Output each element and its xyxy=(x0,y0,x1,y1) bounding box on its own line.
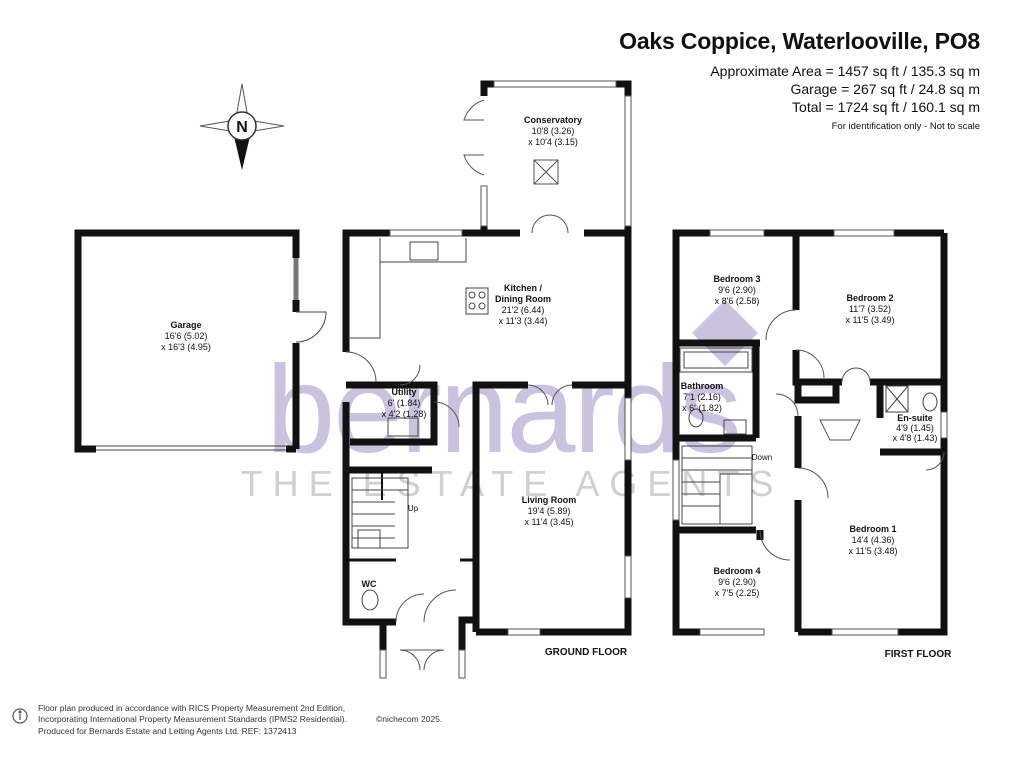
garage-door xyxy=(96,258,327,451)
utility-name: Utility xyxy=(391,387,416,397)
bedroom4-name: Bedroom 4 xyxy=(713,566,760,576)
bedroom1-dim1: 14'4 (4.36) xyxy=(852,535,895,545)
living-dim2: x 11'4 (3.45) xyxy=(524,517,573,527)
footer-line1: Floor plan produced in accordance with R… xyxy=(38,703,346,713)
approx-area: Approximate Area = 1457 sq ft / 135.3 sq… xyxy=(710,63,980,79)
footer-line2: Incorporating International Property Mea… xyxy=(38,714,347,724)
conservatory-dim1: 10'8 (3.26) xyxy=(532,126,575,136)
property-title: Oaks Coppice, Waterlooville, PO8 xyxy=(619,28,980,54)
bathroom-dim1: 7'1 (2.16) xyxy=(683,392,721,402)
bedroom2-name: Bedroom 2 xyxy=(846,293,893,303)
bedroom1-dim2: x 11'5 (3.48) xyxy=(848,546,897,556)
ensuite-dim2: x 4'8 (1.43) xyxy=(893,433,938,443)
garage-area: Garage = 267 sq ft / 24.8 sq m xyxy=(790,81,981,97)
compass-n-label: N xyxy=(236,119,248,136)
bedroom4-dim1: 9'6 (2.90) xyxy=(718,577,756,587)
footer-line3: Produced for Bernards Estate and Letting… xyxy=(38,726,297,736)
living-name: Living Room xyxy=(522,495,577,505)
down-label: Down xyxy=(752,453,772,462)
first-floor-label: FIRST FLOOR xyxy=(885,649,952,660)
garage-dim2: x 16'3 (4.95) xyxy=(161,342,211,352)
living-dim1: 19'4 (5.89) xyxy=(528,506,571,516)
garage-name: Garage xyxy=(170,320,201,330)
wc-name: WC xyxy=(362,579,377,589)
footer-copyright: ©nichecom 2025. xyxy=(376,714,443,724)
ground-stairs xyxy=(351,477,409,549)
bedroom1-name: Bedroom 1 xyxy=(849,524,896,534)
bathroom-dim2: x 6' (1.82) xyxy=(682,403,722,413)
kitchen-name2: Dining Room xyxy=(495,294,551,304)
kitchen-dim2: x 11'3 (3.44) xyxy=(498,316,547,326)
north-compass-icon: N xyxy=(199,83,285,170)
first-stairs xyxy=(681,445,753,525)
up-label: Up xyxy=(408,504,419,513)
garage-dim1: 16'6 (5.02) xyxy=(165,331,208,341)
kitchen-name1: Kitchen / xyxy=(504,283,543,293)
conservatory-windows xyxy=(463,80,632,234)
conservatory-name: Conservatory xyxy=(524,115,582,125)
conservatory-dim2: x 10'4 (3.15) xyxy=(528,137,578,147)
garage-walls xyxy=(74,229,300,453)
watermark: bernards THE ESTATE AGENTS xyxy=(241,300,784,504)
disclaimer-note: For identification only - Not to scale xyxy=(831,121,980,132)
ground-floor-openings xyxy=(345,229,632,679)
ground-floor-label: GROUND FLOOR xyxy=(545,647,628,658)
bedroom4-dim2: x 7'5 (2.25) xyxy=(715,588,760,598)
bedroom3-name: Bedroom 3 xyxy=(713,274,760,284)
bedroom3-dim1: 9'6 (2.90) xyxy=(718,285,756,295)
first-floor-walls xyxy=(672,229,948,636)
bedroom2-dim2: x 11'5 (3.49) xyxy=(845,315,894,325)
watermark-tagline: THE ESTATE AGENTS xyxy=(241,463,784,504)
bathroom-name: Bathroom xyxy=(681,381,724,391)
room-labels: Garage 16'6 (5.02) x 16'3 (4.95) Conserv… xyxy=(161,115,952,660)
conservatory-walls xyxy=(480,80,632,233)
bedroom2-dim1: 11'7 (3.52) xyxy=(849,304,891,314)
bedroom3-dim2: x 8'6 (2.58) xyxy=(715,296,760,306)
ensuite-name: En-suite xyxy=(897,413,933,423)
utility-dim2: x 4'2 (1.28) xyxy=(382,409,427,419)
accessibility-icon xyxy=(12,708,28,724)
bathroom-fittings xyxy=(679,347,938,435)
first-floor-openings xyxy=(672,229,948,636)
total-area: Total = 1724 sq ft / 160.1 sq m xyxy=(792,99,980,115)
kitchen-dim1: 21'2 (6.44) xyxy=(502,305,545,315)
ensuite-dim1: 4'9 (1.45) xyxy=(896,423,934,433)
watermark-brand: bernards xyxy=(266,341,739,479)
ground-floor-walls xyxy=(342,229,632,650)
utility-dim1: 6' (1.84) xyxy=(388,398,421,408)
